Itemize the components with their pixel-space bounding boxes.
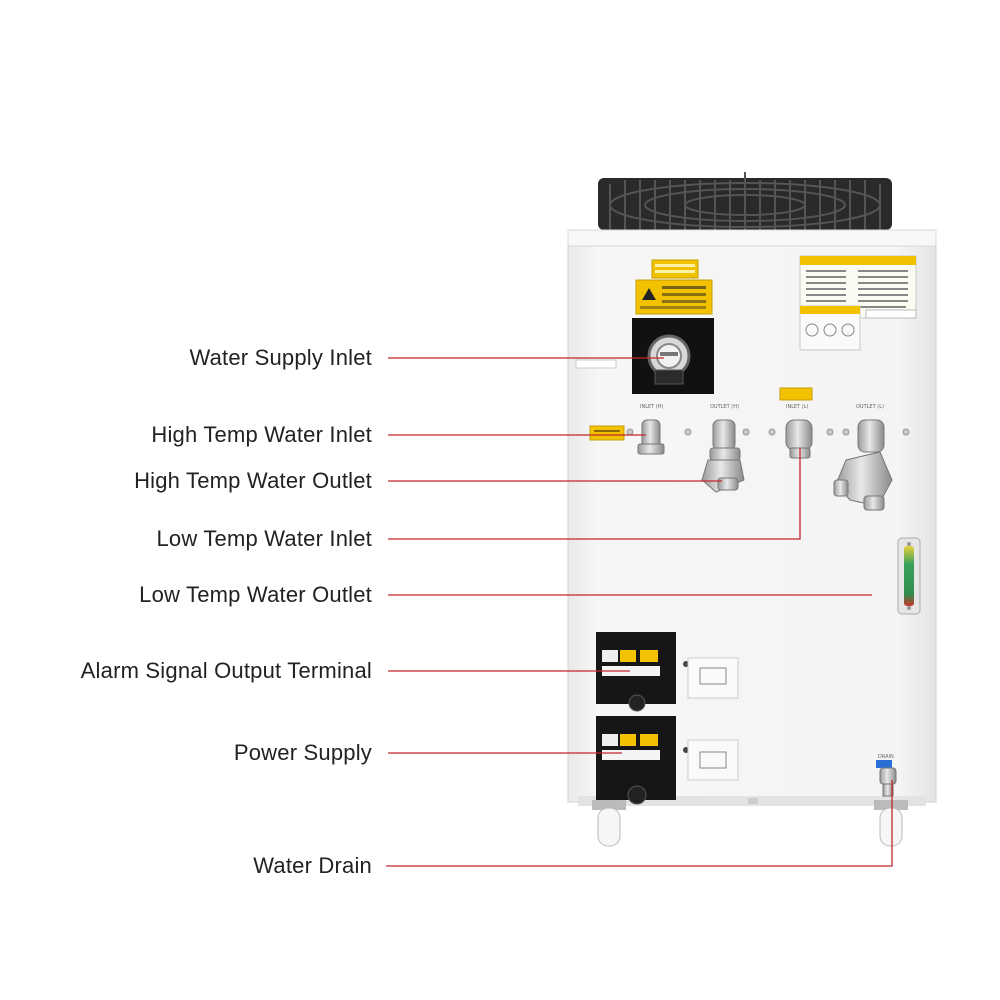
label-water-drain: Water Drain [253,853,372,878]
warning-label-small [651,259,699,279]
water-supply-inlet-box [632,318,714,394]
water-drain-valve: DRAIN [876,754,897,797]
port-label-inlet-h: INLET (H) [640,404,664,410]
low-temp-inlet-fitting [785,419,813,459]
port-label-drain: DRAIN [878,754,894,760]
alarm-wiring-label [687,657,739,699]
leader-water-drain [386,780,893,867]
caster-right [874,800,908,847]
water-level-gauge [897,537,921,615]
port-label-inlet-l: INLET (L) [786,404,809,410]
port-label-outlet-h: OUTLET (H) [710,404,739,410]
label-alarm-signal-output-terminal: Alarm Signal Output Terminal [80,658,372,683]
caster-left [592,800,626,847]
label-high-temp-water-outlet: High Temp Water Outlet [134,468,372,493]
label-low-temp-water-outlet: Low Temp Water Outlet [139,582,372,607]
label-power-supply: Power Supply [233,740,372,765]
port-label-outlet-l: OUTLET (L) [856,404,884,410]
low-temp-outlet-fitting [833,419,893,511]
alarm-terminal-box [596,632,689,712]
power-supply-box [596,716,689,805]
warning-label-caution [635,279,713,315]
power-wiring-label [687,739,739,781]
label-water-supply-inlet: Water Supply Inlet [189,345,372,370]
label-high-temp-water-inlet: High Temp Water Inlet [151,422,372,447]
fan-guard [598,172,892,230]
leader-low-temp-water-inlet [388,448,801,540]
label-low-temp-water-inlet: Low Temp Water Inlet [156,526,372,551]
high-temp-inlet-fitting [637,419,665,455]
instruction-label [799,305,861,351]
high-temp-outlet-fitting [701,419,745,493]
